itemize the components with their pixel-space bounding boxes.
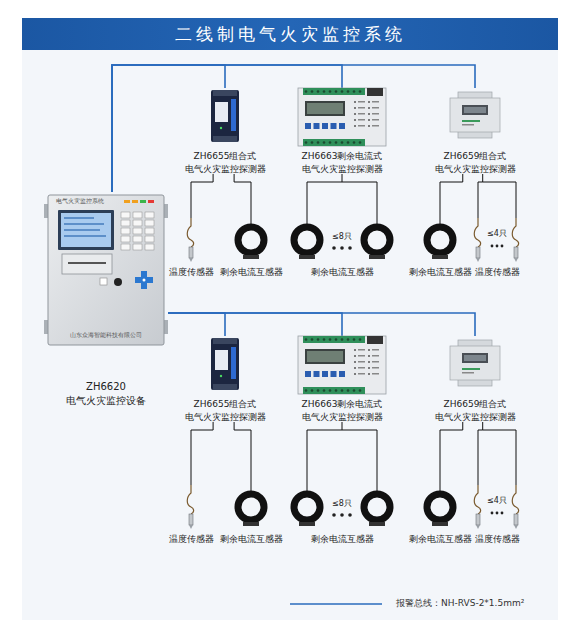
sensor-wire — [440, 174, 463, 218]
detector-node: ZH6663剩余电流式 电气火灾监控探测器 — [287, 336, 397, 422]
legend-line-sample — [290, 603, 382, 605]
node-label: 温度传感器 — [169, 266, 214, 279]
current-sensor-node: 剩余电流互感器 — [218, 485, 284, 547]
node-label: 剩余电流互感器 — [220, 266, 283, 279]
current-sensor-node: 剩余电流互感器 — [410, 485, 470, 547]
node-label: 剩余电流互感器 — [311, 533, 374, 546]
panel-background — [22, 50, 558, 620]
node-label: 剩余电流互感器 — [311, 266, 374, 279]
detector-node: ZH6655组合式 电气火灾监控探测器 — [175, 88, 275, 174]
sensor-wire — [234, 422, 251, 485]
sensor-wire — [478, 422, 516, 485]
node-label: ≤4只 — [487, 495, 507, 506]
node-label: ZH6663剩余电流式 电气火灾监控探测器 — [292, 150, 392, 175]
device-illustration — [175, 88, 275, 174]
device-illustration — [420, 88, 530, 174]
detector-node: ZH6655组合式 电气火灾监控探测器 — [175, 336, 275, 422]
controller-illustration — [44, 192, 168, 414]
legend-text: 报警总线：NH-RVS-2*1.5mm² — [396, 597, 524, 610]
sensor-wire — [191, 174, 213, 218]
node-label: ZH6659组合式 电气火灾监控探测器 — [425, 150, 525, 175]
alarm-bus-line — [168, 313, 342, 336]
alarm-bus-line — [112, 65, 475, 192]
alarm-bus-line — [168, 313, 475, 336]
node-label: 温度传感器 — [475, 533, 520, 546]
current-sensor-node: 剩余电流互感器 — [410, 218, 470, 280]
current-sensor-node: ≤8只剩余电流互感器 — [284, 485, 400, 547]
node-label: ≤8只 — [332, 498, 352, 509]
node-label: ≤4只 — [487, 228, 507, 239]
temperature-sensor-node: ≤4只温度传感器 — [468, 218, 526, 280]
node-label: ≤8只 — [332, 231, 352, 242]
sensor-wire — [307, 422, 377, 485]
node-label: ZH6655组合式 电气火灾监控探测器 — [175, 150, 275, 175]
node-label: 温度传感器 — [475, 266, 520, 279]
title-band — [22, 18, 558, 50]
device-illustration — [175, 336, 275, 422]
node-label: 温度传感器 — [169, 533, 214, 546]
detector-node: ZH6663剩余电流式 电气火灾监控探测器 — [287, 88, 397, 174]
sensor-wire — [234, 174, 251, 218]
current-sensor-node: 剩余电流互感器 — [218, 218, 284, 280]
title-text: 二线制电气火灾监控系统 — [22, 18, 558, 50]
device-illustration — [287, 336, 397, 422]
sensor-wire — [191, 422, 213, 485]
detector-node: ZH6659组合式 电气火灾监控探测器 — [420, 88, 530, 174]
node-label: ZH6620 电气火灾监控设备 — [56, 380, 156, 408]
detector-node: ZH6659组合式 电气火灾监控探测器 — [420, 336, 530, 422]
node-label: 剩余电流互感器 — [409, 533, 472, 546]
current-sensor-node: ≤8只剩余电流互感器 — [284, 218, 400, 280]
sensor-wire — [440, 422, 463, 485]
temperature-sensor-node: 温度传感器 — [165, 485, 217, 547]
temperature-sensor-node: 温度传感器 — [165, 218, 217, 280]
device-print-label: 电气火灾监控系统 — [56, 197, 104, 206]
device-illustration — [287, 88, 397, 174]
node-label: 剩余电流互感器 — [220, 533, 283, 546]
node-label: 剩余电流互感器 — [409, 266, 472, 279]
node-label: ZH6663剩余电流式 电气火灾监控探测器 — [292, 398, 392, 423]
temperature-sensor-node: ≤4只温度传感器 — [468, 485, 526, 547]
monitor-device-node: ZH6620 电气火灾监控设备 — [44, 192, 168, 414]
device-print-label: 山东众海智能科技有限公司 — [48, 331, 164, 340]
device-illustration — [420, 336, 530, 422]
sensor-wire — [307, 174, 377, 218]
node-label: ZH6655组合式 电气火灾监控探测器 — [175, 398, 275, 423]
alarm-bus-line — [168, 313, 225, 336]
sensor-wire — [478, 174, 516, 218]
node-label: ZH6659组合式 电气火灾监控探测器 — [425, 398, 525, 423]
